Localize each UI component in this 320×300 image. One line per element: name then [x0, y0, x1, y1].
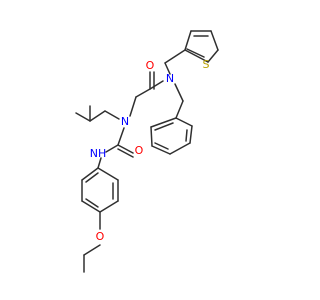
- bond: [81, 200, 101, 213]
- bond: [185, 129, 188, 142]
- bond: [97, 167, 119, 181]
- bond: [85, 172, 99, 183]
- bond: [83, 244, 101, 256]
- bond: [164, 49, 186, 64]
- atom-s1: S: [203, 58, 210, 71]
- bond: [129, 96, 137, 117]
- bond: [104, 110, 120, 120]
- bond: [150, 117, 177, 128]
- benzene-ring: [150, 117, 193, 155]
- molecule-drawing: O N S N NH O O: [75, 30, 219, 273]
- thiophene-ring: [184, 30, 219, 63]
- bond: [184, 30, 192, 51]
- atom-n2: N: [121, 115, 129, 128]
- bond: [75, 112, 91, 122]
- bond: [207, 49, 219, 63]
- atom-o1: O: [146, 59, 155, 72]
- bond: [210, 30, 219, 51]
- bond: [81, 167, 99, 181]
- bond: [117, 127, 125, 146]
- bond: [89, 110, 106, 122]
- bond: [149, 80, 164, 90]
- atom-nh: NH: [90, 147, 107, 160]
- bond: [97, 157, 102, 169]
- bond: [154, 142, 169, 150]
- structure-diagram: O N S N NH O O: [75, 30, 219, 273]
- bond: [189, 125, 193, 144]
- bond: [117, 144, 134, 154]
- bond: [169, 142, 191, 155]
- bond: [184, 49, 209, 63]
- bond: [85, 198, 99, 208]
- atom-n1: N: [166, 72, 174, 85]
- bond: [135, 88, 151, 98]
- bond: [117, 148, 134, 158]
- bond: [186, 48, 205, 58]
- bond: [164, 62, 171, 75]
- bond: [175, 100, 184, 119]
- atom-o2: O: [135, 144, 144, 157]
- bond: [105, 144, 119, 153]
- atom-labels: O N S N NH O O: [90, 58, 210, 243]
- atom-o3: O: [96, 230, 105, 243]
- bond: [150, 126, 153, 147]
- bond: [175, 117, 193, 127]
- bond: [99, 200, 119, 213]
- bond: [151, 145, 171, 155]
- phenyl-ring: [81, 167, 119, 213]
- bond: [154, 122, 174, 131]
- bond: [174, 83, 184, 102]
